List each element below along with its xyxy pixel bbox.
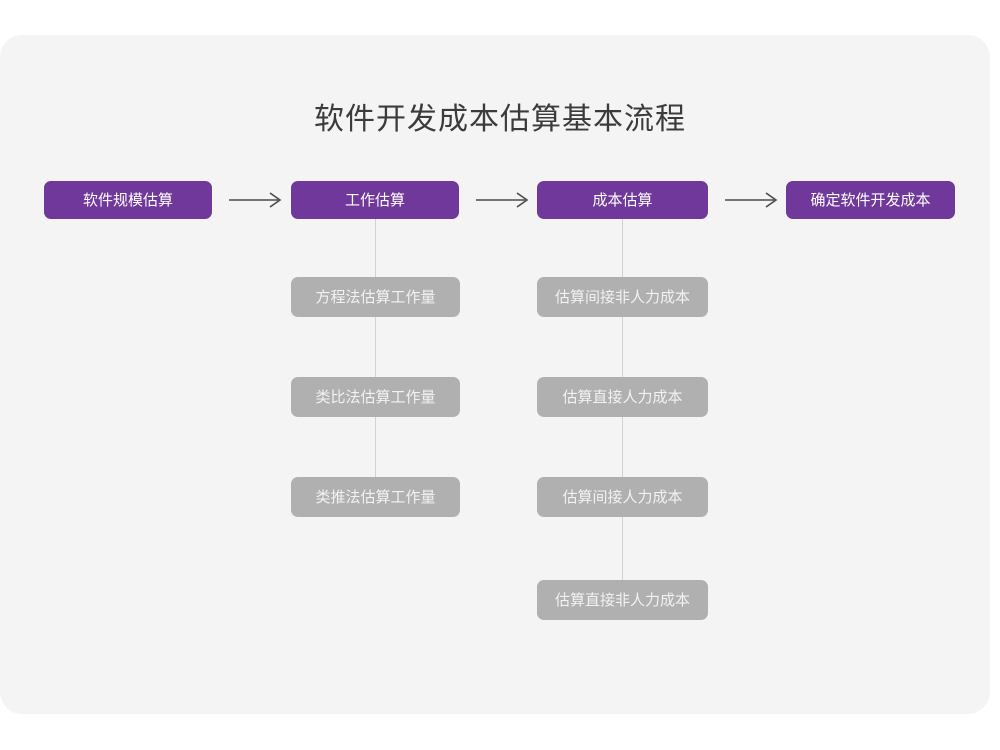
- page-title: 软件开发成本估算基本流程: [314, 103, 686, 136]
- flow-node-effort-estimation[interactable]: 工作估算: [291, 181, 459, 219]
- branch-node-effort-analogy-method[interactable]: 类比法估算工作量: [291, 377, 460, 417]
- branch-node-effort-equation-method[interactable]: 方程法估算工作量: [291, 277, 460, 317]
- branch-node-label: 估算直接非人力成本: [554, 591, 690, 609]
- flow-node-label: 工作估算: [344, 191, 405, 209]
- branch-node-label: 估算间接非人力成本: [554, 288, 690, 306]
- branch-node-label: 估算间接人力成本: [562, 488, 683, 506]
- branch-node-direct-nonlabor-cost[interactable]: 估算直接非人力成本: [537, 580, 708, 620]
- arrow-right-icon-3: [724, 188, 782, 212]
- flow-node-determine-development-cost[interactable]: 确定软件开发成本: [786, 181, 955, 219]
- flow-node-cost-estimation[interactable]: 成本估算: [537, 181, 708, 219]
- diagram-panel: [0, 35, 990, 714]
- arrow-right-icon-1: [228, 188, 286, 212]
- branch-node-direct-labor-cost[interactable]: 估算直接人力成本: [537, 377, 708, 417]
- connector-line-cost-branch: [622, 219, 623, 620]
- connector-line-effort-branch: [375, 219, 376, 517]
- flow-node-label: 软件规模估算: [82, 191, 173, 209]
- branch-node-indirect-labor-cost[interactable]: 估算间接人力成本: [537, 477, 708, 517]
- flow-node-label: 确定软件开发成本: [810, 191, 931, 209]
- branch-node-label: 类推法估算工作量: [315, 488, 436, 506]
- branch-node-label: 估算直接人力成本: [562, 388, 683, 406]
- branch-node-effort-analogical-method[interactable]: 类推法估算工作量: [291, 477, 460, 517]
- branch-node-label: 方程法估算工作量: [315, 288, 436, 306]
- flow-node-software-scale-estimation[interactable]: 软件规模估算: [44, 181, 212, 219]
- arrow-right-icon-2: [475, 188, 533, 212]
- branch-node-label: 类比法估算工作量: [315, 388, 436, 406]
- flow-node-label: 成本估算: [592, 191, 653, 209]
- branch-node-indirect-nonlabor-cost[interactable]: 估算间接非人力成本: [537, 277, 708, 317]
